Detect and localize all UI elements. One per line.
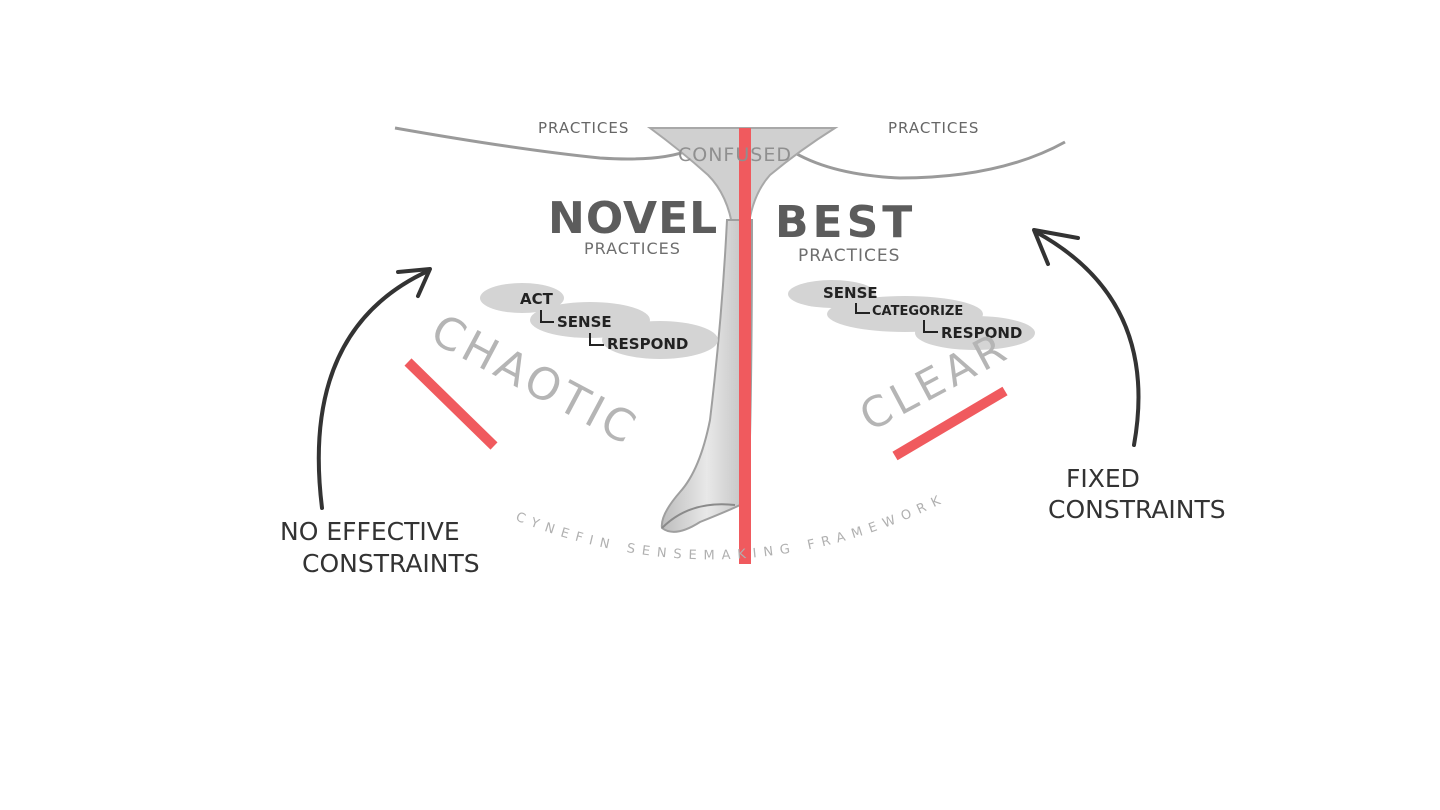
fixed-constraints-line2: CONSTRAINTS xyxy=(1048,495,1226,524)
chaotic-step-arrow-2 xyxy=(589,333,604,346)
chaotic-step-arrow-1 xyxy=(540,310,554,323)
best-title: BEST xyxy=(775,197,916,248)
left-arrowhead xyxy=(396,267,432,298)
fixed-constraints-line1: FIXED xyxy=(1066,464,1140,493)
right-arrowhead xyxy=(1032,228,1080,266)
red-strike-chaotic xyxy=(404,358,498,450)
chaotic-step-3: RESPOND xyxy=(607,335,688,353)
clear-step-arrow-2 xyxy=(923,320,938,333)
clear-step-3: RESPOND xyxy=(941,324,1022,342)
chaotic-steps-cloud: ACT SENSE RESPOND xyxy=(480,283,718,359)
top-right-partial-label: PRACTICES xyxy=(888,119,979,137)
best-subtitle: PRACTICES xyxy=(798,246,900,266)
novel-title: NOVEL xyxy=(548,193,718,244)
chaotic-step-1: ACT xyxy=(520,290,554,308)
chaotic-step-2: SENSE xyxy=(557,313,612,331)
top-boundary-left xyxy=(394,126,691,161)
top-left-partial-label: PRACTICES xyxy=(538,119,629,137)
right-curved-arrow xyxy=(1034,230,1141,447)
top-boundary-right xyxy=(789,140,1066,180)
confused-label: CONFUSED xyxy=(678,144,792,166)
red-strike-clear xyxy=(892,386,1008,461)
center-divider-stem xyxy=(660,219,754,533)
clear-steps-cloud: SENSE CATEGORIZE RESPOND xyxy=(788,280,1035,350)
stem-tail-curl xyxy=(661,503,736,529)
clear-step-2: CATEGORIZE xyxy=(872,304,963,319)
no-effective-constraints-line2: CONSTRAINTS xyxy=(302,549,480,578)
left-curved-arrow xyxy=(316,269,430,510)
red-vertical-divider xyxy=(739,128,751,564)
no-effective-constraints-line1: NO EFFECTIVE xyxy=(280,517,460,546)
novel-subtitle: PRACTICES xyxy=(584,239,681,258)
clear-step-arrow-1 xyxy=(855,303,870,314)
clear-step-1: SENSE xyxy=(823,284,878,302)
